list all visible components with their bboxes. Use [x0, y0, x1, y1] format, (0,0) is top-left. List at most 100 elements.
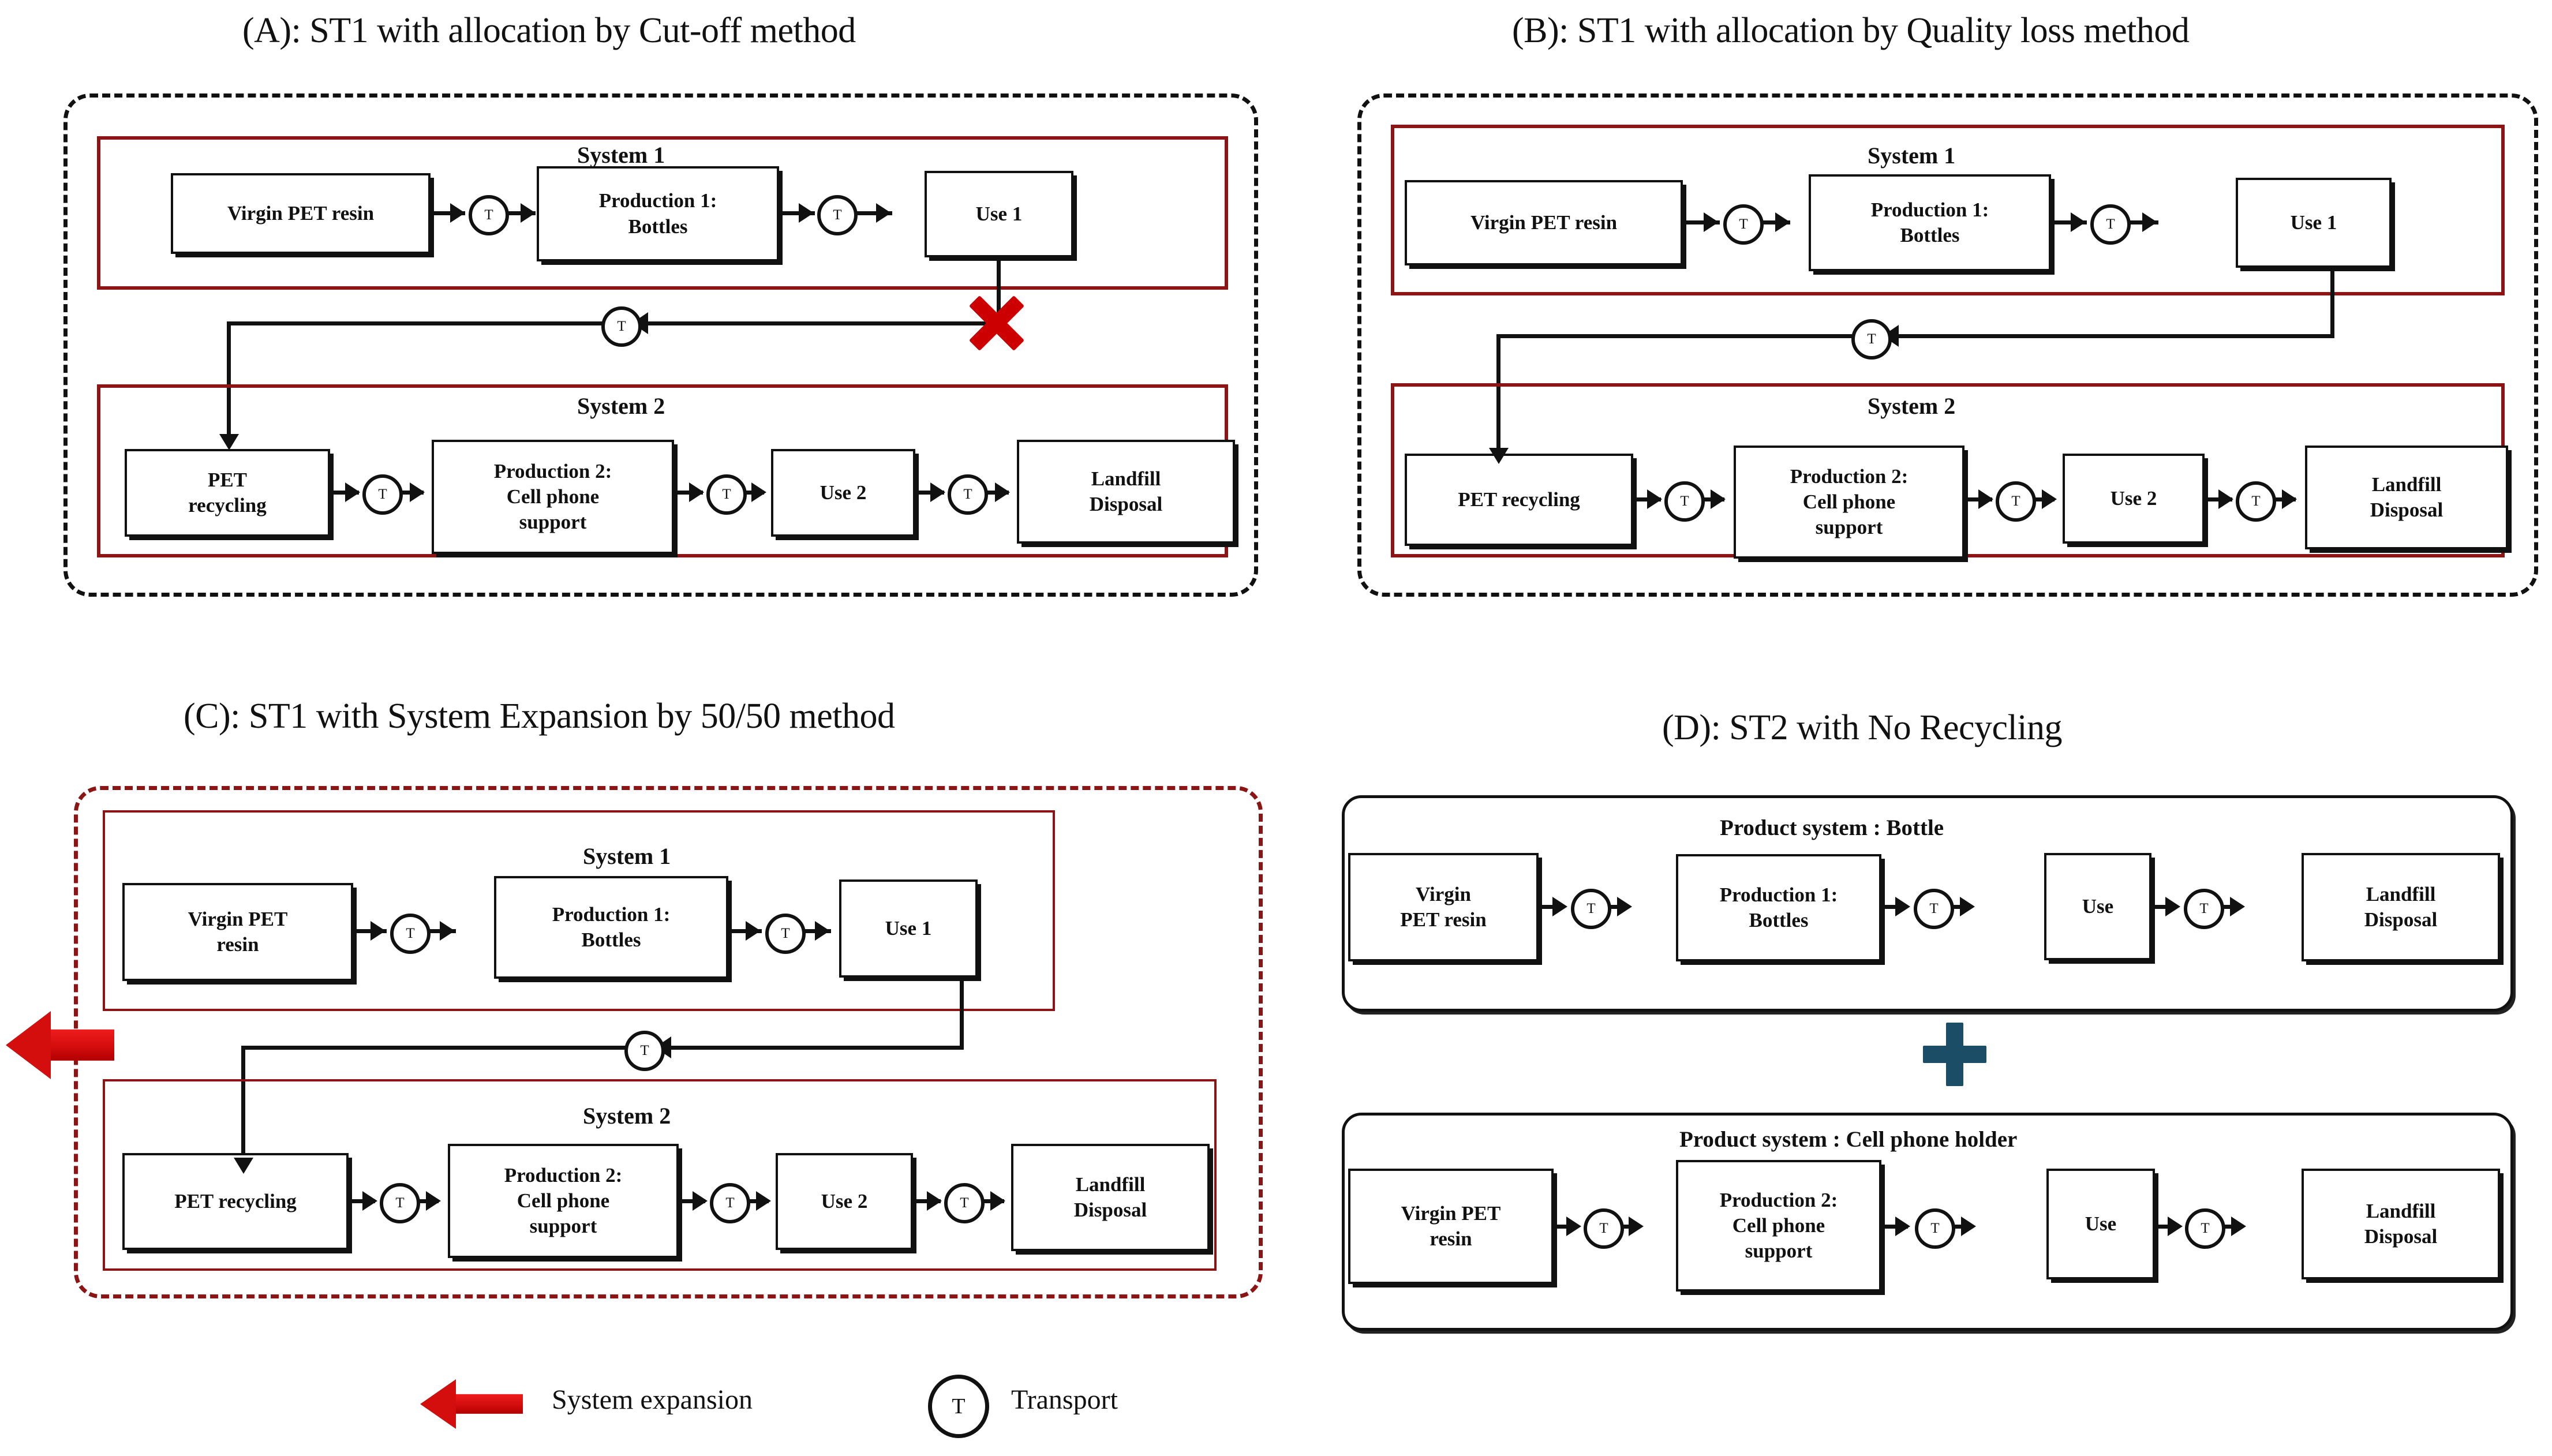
panel-b-arrowhead-7: [1978, 489, 1993, 509]
panel-a-arrowhead-4: [876, 203, 891, 223]
node-label: PET recycling: [174, 1189, 297, 1212]
panel-c-arrowhead-10: [990, 1191, 1005, 1211]
panel-a-system1-frame: [97, 136, 1228, 290]
panel-c-transport-loop: T: [624, 1031, 665, 1071]
node-label-line1: Production 1:: [598, 189, 717, 212]
transport-glyph: T: [640, 1043, 649, 1058]
transport-glyph: T: [2011, 493, 2020, 509]
panel-a-arrowhead-3: [799, 203, 814, 223]
panel-d-holder-link-6: [2217, 1225, 2243, 1229]
panel-d-bottle-arrowhead-4: [1960, 897, 1975, 916]
node-label-line1: Production 2:: [504, 1163, 623, 1186]
node-label: Use: [2085, 1212, 2117, 1235]
panel-c-arrowhead-8: [756, 1191, 771, 1211]
panel-b-node-production-1: Production 1: Bottles: [1809, 174, 2051, 271]
node-label-line1: Production 1:: [1719, 883, 1838, 906]
panel-a-node-use-2: Use 2: [771, 449, 915, 537]
panel-d-holder-arrowhead-6: [2231, 1217, 2246, 1236]
panel-c-link-4: [798, 929, 831, 933]
panel-c-arrowhead-2: [440, 921, 455, 941]
panel-a-arrowhead-9: [930, 482, 945, 502]
panel-d-bottle-link-6: [2216, 905, 2242, 909]
panel-a-transport-loop: T: [601, 306, 642, 347]
panel-b-node-use-1: Use 1: [2236, 178, 2392, 268]
panel-b-arrowhead-1: [1704, 212, 1719, 232]
panel-c-node-virgin-pet-resin: Virgin PET resin: [122, 883, 353, 981]
transport-glyph: T: [2251, 493, 2261, 509]
panel-a-node-pet-recycling: PET recycling: [125, 449, 330, 537]
panel-b-system1-label: System 1: [1868, 143, 1956, 169]
panel-c-link-8: [742, 1199, 769, 1203]
panel-d-holder-node-production-2: Production 2: Cell phone support: [1676, 1160, 1881, 1292]
panel-a-transport-5: T: [948, 474, 988, 515]
legend-transport-label: Transport: [1011, 1384, 1118, 1415]
panel-b-link-2: [1756, 220, 1790, 224]
panel-b-node-landfill-disposal: Landfill Disposal: [2305, 446, 2508, 549]
transport-glyph: T: [2106, 216, 2115, 232]
panel-a-link-10: [980, 491, 1009, 495]
panel-b-transport-2: T: [2090, 204, 2131, 245]
panel-a-arrowhead-2: [521, 203, 536, 223]
transport-glyph: T: [617, 319, 626, 334]
panel-b-link-8: [2028, 497, 2055, 501]
panel-d-holder-arrowhead-2: [1629, 1217, 1644, 1236]
panel-d-bottle-transport-1: T: [1571, 889, 1611, 929]
node-label-line2: recycling: [188, 494, 267, 516]
panel-c-node-use-1: Use 1: [839, 879, 978, 978]
node-label: PET recycling: [1458, 488, 1580, 511]
panel-d-holder-link-2: [1616, 1225, 1640, 1229]
panel-b-node-use-2: Use 2: [2063, 454, 2205, 544]
node-label-line1: PET: [207, 468, 248, 491]
node-label: Virgin PET resin: [1470, 211, 1618, 234]
panel-b-arrowhead-10: [2282, 489, 2297, 509]
panel-c-transport-3: T: [380, 1183, 420, 1223]
panel-b-loop-down: [1496, 334, 1500, 456]
panel-c-link-6: [412, 1199, 439, 1203]
node-label-line2: Bottles: [1900, 224, 1960, 246]
panel-b-transport-5: T: [2236, 481, 2276, 522]
panel-a-link-2: [501, 211, 536, 215]
panel-d-bottle-node-production-1: Production 1: Bottles: [1676, 854, 1881, 961]
panel-d-bottle-node-use: Use: [2044, 853, 2151, 960]
panel-b-node-production-2: Production 2: Cell phone support: [1734, 446, 1964, 559]
panel-c-node-landfill-disposal: Landfill Disposal: [1011, 1144, 1210, 1251]
panel-d-bottle-system-label: Product system : Bottle: [1720, 815, 1944, 840]
node-label-line2: Cell phone: [517, 1189, 610, 1212]
node-label-line1: Production 1:: [552, 903, 671, 926]
panel-c-transport-4: T: [710, 1183, 750, 1223]
panel-d-holder-arrowhead-3: [1895, 1217, 1910, 1236]
node-label-line1: Production 2:: [1790, 465, 1909, 488]
panel-d-bottle-arrowhead-5: [2165, 897, 2180, 916]
transport-glyph: T: [395, 1195, 405, 1211]
panel-c-system1-frame: [103, 810, 1055, 1011]
panel-a-link-9: [915, 491, 944, 495]
panel-b-transport-4: T: [1996, 481, 2036, 522]
node-label: Use 1: [975, 202, 1023, 225]
node-label: Use 1: [885, 916, 932, 940]
panel-d-bottle-arrowhead-3: [1895, 897, 1910, 916]
node-label-line1: Landfill: [1091, 467, 1161, 490]
node-label-line1: Virgin: [1416, 882, 1471, 905]
panel-b-transport-1: T: [1723, 204, 1764, 245]
node-label-line2: Disposal: [1073, 1199, 1147, 1221]
node-label-line2: resin: [216, 933, 259, 956]
transport-glyph: T: [1599, 1221, 1608, 1236]
node-label-line3: support: [519, 511, 587, 534]
legend-system-expansion-arrow-icon: [420, 1379, 523, 1429]
node-label: Virgin PET resin: [227, 201, 375, 224]
panel-a-arrowhead-1: [450, 203, 465, 223]
node-label-line2: Disposal: [2364, 908, 2438, 931]
panel-b-arrowhead-4: [2142, 212, 2157, 232]
panel-a-loop-vertical: [997, 256, 1001, 324]
panel-c-system-expansion-arrow-icon: [6, 1011, 114, 1079]
node-label-line1: Landfill: [2366, 882, 2436, 905]
transport-glyph: T: [1867, 331, 1876, 347]
panel-d-plus-icon: [1923, 1023, 1986, 1086]
panel-b-link-3: [2051, 220, 2087, 224]
transport-glyph: T: [833, 207, 842, 223]
node-label: Use 2: [821, 1189, 868, 1212]
node-label-line1: Virgin PET: [188, 907, 288, 930]
panel-d-holder-link-4: [1947, 1225, 1973, 1229]
panel-a-title: (A): ST1 with allocation by Cut-off meth…: [242, 11, 856, 50]
panel-d-holder-arrowhead-4: [1961, 1217, 1976, 1236]
